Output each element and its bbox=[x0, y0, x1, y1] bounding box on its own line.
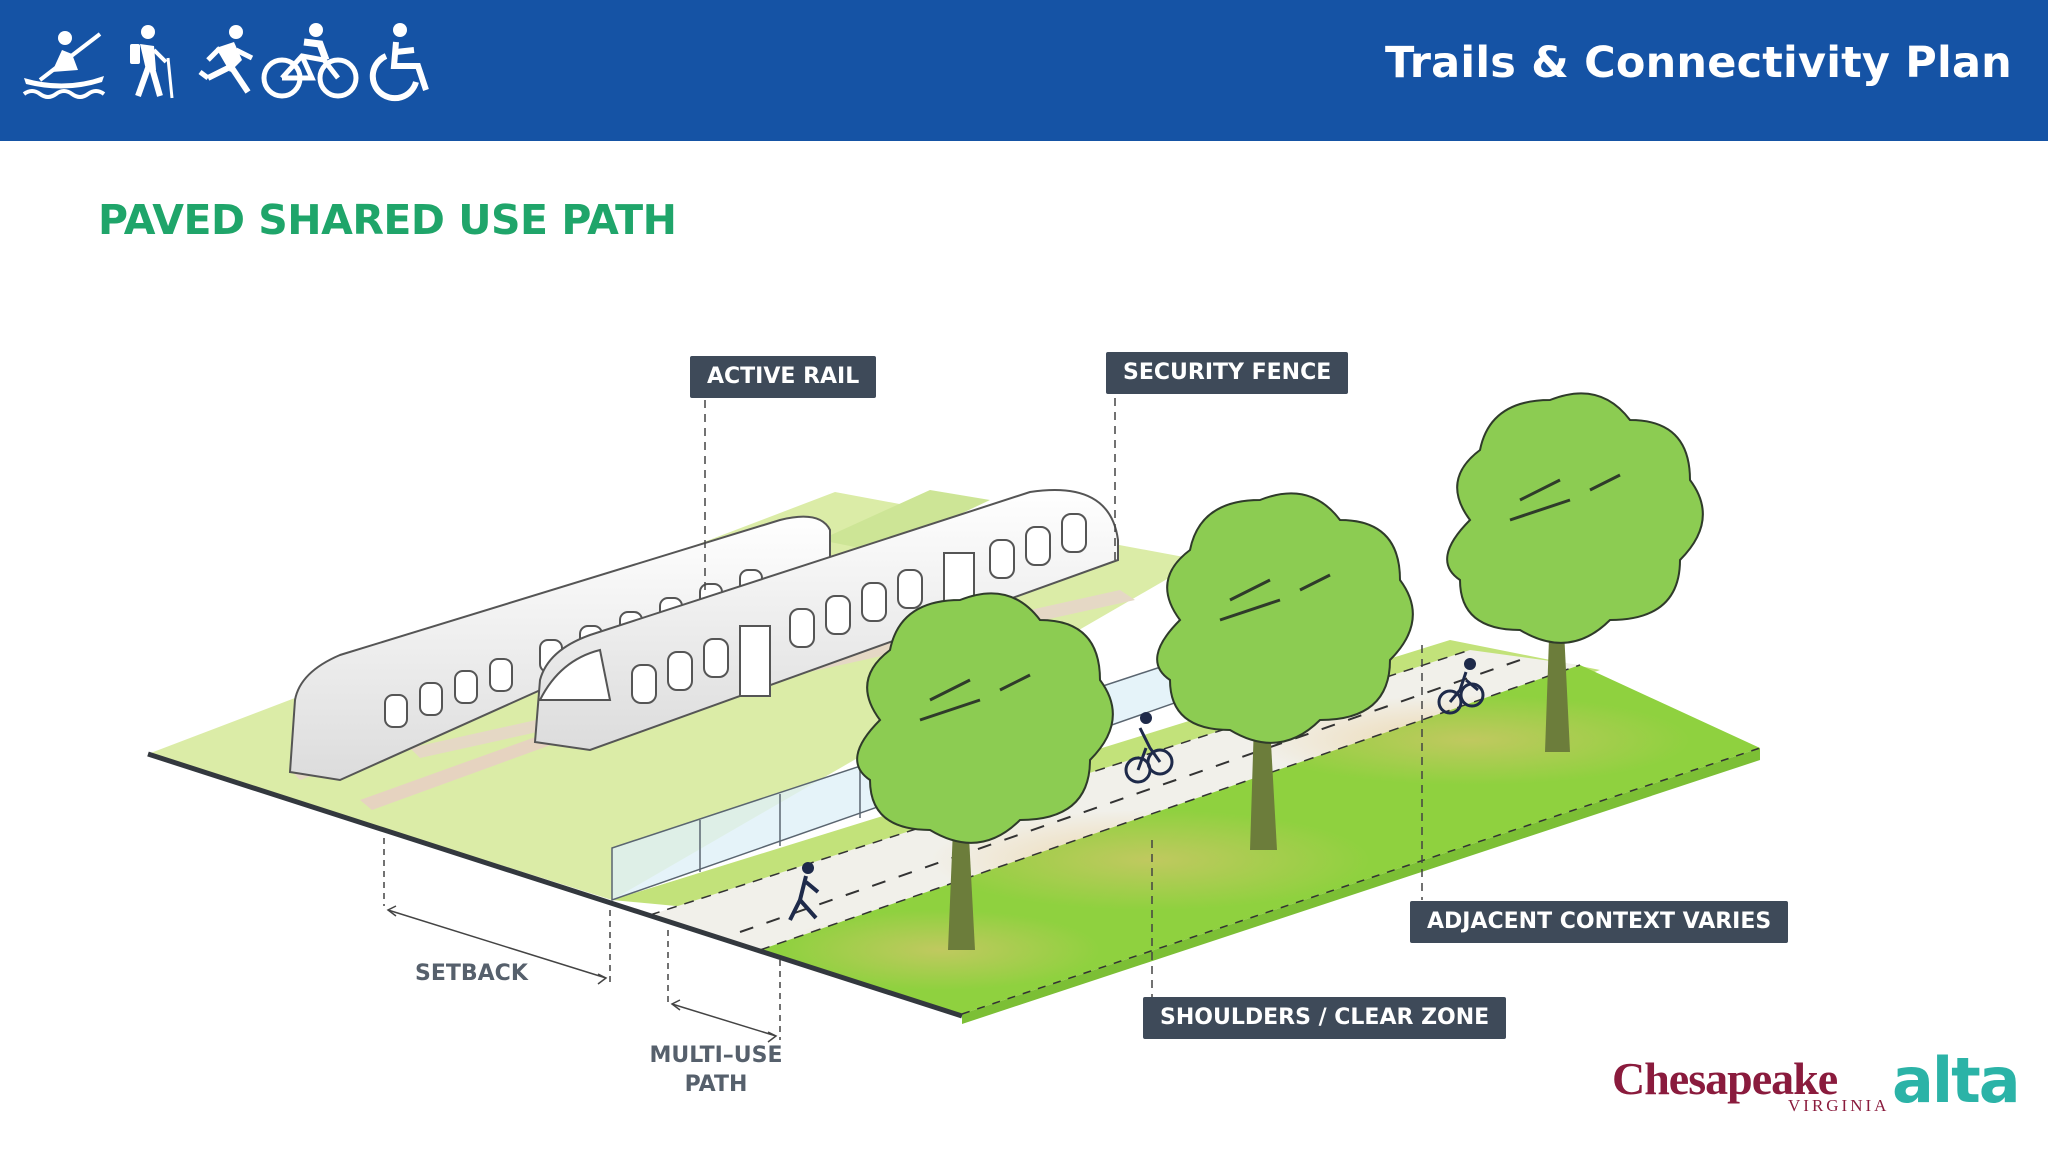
leader-lines bbox=[704, 398, 1423, 998]
alta-logo: alta bbox=[1892, 1044, 2021, 1117]
tree-back bbox=[1446, 392, 1704, 752]
hiker-icon bbox=[130, 25, 174, 99]
dimension-lines bbox=[383, 838, 781, 1043]
dimension-label-multi-use-line2: PATH bbox=[684, 1072, 748, 1097]
train-front bbox=[533, 489, 1119, 752]
callout-active-rail: ACTIVE RAIL bbox=[690, 356, 877, 398]
callout-shoulders-clear-zone: SHOULDERS / CLEAR ZONE bbox=[1143, 997, 1507, 1039]
wheelchair-icon bbox=[369, 23, 429, 102]
header-title: Trails & Connectivity Plan bbox=[1384, 38, 2012, 88]
dimension-label-multi-use-line1: MULTI–USE bbox=[649, 1043, 783, 1068]
tree-middle bbox=[1156, 492, 1414, 850]
callout-adjacent-context: ADJACENT CONTEXT VARIES bbox=[1410, 901, 1789, 943]
dimension-label-setback: SETBACK bbox=[415, 961, 528, 986]
kayak-icon bbox=[22, 31, 106, 99]
header-bar: Trails & Connectivity Plan bbox=[0, 0, 2048, 141]
dimension-label-multi-use-path: MULTI–USE PATH bbox=[640, 1041, 792, 1099]
cyclist-icon bbox=[261, 23, 359, 99]
page-title: PAVED SHARED USE PATH bbox=[98, 196, 677, 244]
tree-front bbox=[856, 592, 1114, 950]
callout-security-fence: SECURITY FENCE bbox=[1106, 352, 1349, 394]
cyclist-figure-near bbox=[1124, 712, 1174, 784]
activity-icons bbox=[22, 23, 429, 102]
chesapeake-logo-subtitle: VIRGINIA bbox=[1788, 1096, 1890, 1115]
ground-edge bbox=[147, 751, 963, 1019]
chesapeake-logo: Chesapeake bbox=[1612, 1053, 1838, 1104]
cyclist-figure-far bbox=[1437, 658, 1485, 715]
runner-figure bbox=[788, 862, 820, 921]
runner-icon bbox=[198, 25, 254, 94]
